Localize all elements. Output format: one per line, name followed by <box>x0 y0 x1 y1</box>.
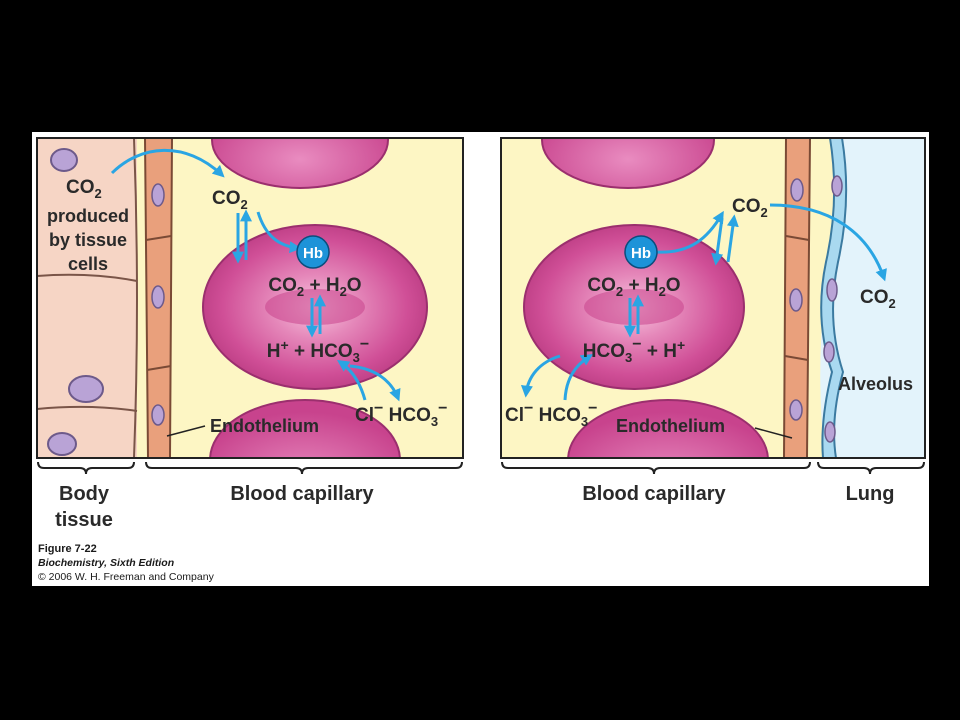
produced-by-tissue-label-3: cells <box>68 254 108 274</box>
right-panel-frame <box>500 137 926 459</box>
arrow-co2-down-2 <box>711 217 724 266</box>
co2-tissue-label: CO2 <box>66 177 102 201</box>
co2-plasma-label-right: CO2 <box>732 196 768 220</box>
rbc-center-dimple-right <box>584 289 684 325</box>
body-tissue-label-2: tissue <box>55 509 113 531</box>
left-panel <box>37 138 463 458</box>
hemoglobin-badge <box>296 235 330 269</box>
hemoglobin-label-right: Hb <box>631 245 651 262</box>
alveolar-wall <box>820 138 848 458</box>
produced-by-tissue-label-2: by tissue <box>49 230 127 250</box>
endothelium-nucleus <box>151 183 165 207</box>
arrow-co2-to-lung <box>769 203 887 282</box>
endothelium-junction <box>145 235 172 371</box>
right-labels: Hb CO2 CO2 CO2 + H2O HCO3− + H+ Cl− HCO3… <box>505 196 913 439</box>
alveolar-nucleus <box>824 421 836 443</box>
alveolus-region <box>820 138 925 458</box>
red-blood-cell-top-right <box>541 138 715 189</box>
tissue-cell-outline <box>133 138 138 458</box>
co2-plasma-label: CO2 <box>212 188 248 212</box>
red-blood-cell-bottom <box>209 399 401 458</box>
tissue-region <box>37 138 137 458</box>
red-blood-cell-top <box>211 138 389 189</box>
right-panel <box>501 138 925 458</box>
right-arrows <box>520 203 887 401</box>
chloride-bicarbonate-exchange: Cl− HCO3− <box>355 400 447 429</box>
tissue-nucleus <box>50 148 78 172</box>
alveolar-nucleus <box>831 175 843 197</box>
arrow-co2-to-hb <box>256 211 302 254</box>
bracket-blood-capillary-left <box>145 461 463 475</box>
tissue-nucleus <box>68 375 104 403</box>
bracket-blood-capillary-right <box>501 461 811 475</box>
rbc-center-dimple <box>265 289 365 325</box>
body-tissue-label-1: Body <box>59 483 110 505</box>
red-blood-cell-bottom-right <box>567 399 769 458</box>
left-arrows <box>110 148 401 402</box>
chloride-bicarbonate-exchange-right: Cl− HCO3− <box>505 400 597 429</box>
blood-capillary-label-right: Blood capillary <box>582 483 726 505</box>
co2-lung-label: CO2 <box>860 287 896 311</box>
endothelium-nucleus <box>789 399 803 421</box>
endothelium-pointer-left <box>166 425 206 437</box>
endothelium-junction <box>784 235 810 361</box>
alveolus-label: Alveolus <box>838 374 913 394</box>
endothelium-pointer-right <box>754 427 793 439</box>
hemoglobin-label: Hb <box>303 245 323 262</box>
alveolar-nucleus <box>823 341 835 363</box>
arrow-co2-up-2 <box>726 214 739 263</box>
reaction-hco3-h: HCO3− + H+ <box>583 336 685 365</box>
endothelium-nucleus <box>790 178 804 202</box>
blood-capillary-label-left: Blood capillary <box>230 483 374 505</box>
left-labels: CO2 produced by tissue cells CO2 Hb CO2 … <box>47 177 447 437</box>
region-labels: Body tissue Blood capillary Blood capill… <box>55 483 894 531</box>
bracket-lung <box>817 461 925 475</box>
arrow-hb-release-co2 <box>655 210 724 254</box>
reaction-h-hco3: H+ + HCO3− <box>267 336 369 365</box>
hemoglobin-badge-right <box>624 235 658 269</box>
endothelium-nucleus <box>151 285 165 309</box>
arrow-tissue-to-plasma <box>110 148 225 178</box>
bottom-brackets <box>37 461 925 475</box>
endothelium-label-left: Endothelium <box>210 416 319 436</box>
arrow-hco3-in <box>563 354 594 401</box>
arrow-cl-in <box>337 360 367 401</box>
bracket-body-tissue <box>37 461 135 475</box>
book-title: Biochemistry, Sixth Edition <box>38 557 174 569</box>
tissue-cell-outline <box>37 273 138 282</box>
figure-number: Figure 7-22 <box>38 543 97 555</box>
left-panel-frame <box>36 137 464 459</box>
copyright: © 2006 W. H. Freeman and Company <box>38 571 215 583</box>
tissue-nucleus <box>47 432 77 456</box>
figure-caption: Figure 7-22 Biochemistry, Sixth Edition … <box>38 543 215 583</box>
arrow-hco3-out <box>349 364 401 402</box>
lung-label: Lung <box>846 483 895 505</box>
produced-by-tissue-label-1: produced <box>47 206 129 226</box>
tissue-cell-outline <box>37 405 138 412</box>
endothelium-nucleus <box>789 288 803 312</box>
endothelium-nucleus <box>151 404 165 426</box>
arrow-cl-out <box>520 354 561 398</box>
reaction-co2-h2o: CO2 + H2O <box>268 275 361 299</box>
reaction-co2-h2o-right: CO2 + H2O <box>587 275 680 299</box>
endothelium-label-right: Endothelium <box>616 416 725 436</box>
alveolar-nucleus <box>826 278 838 302</box>
